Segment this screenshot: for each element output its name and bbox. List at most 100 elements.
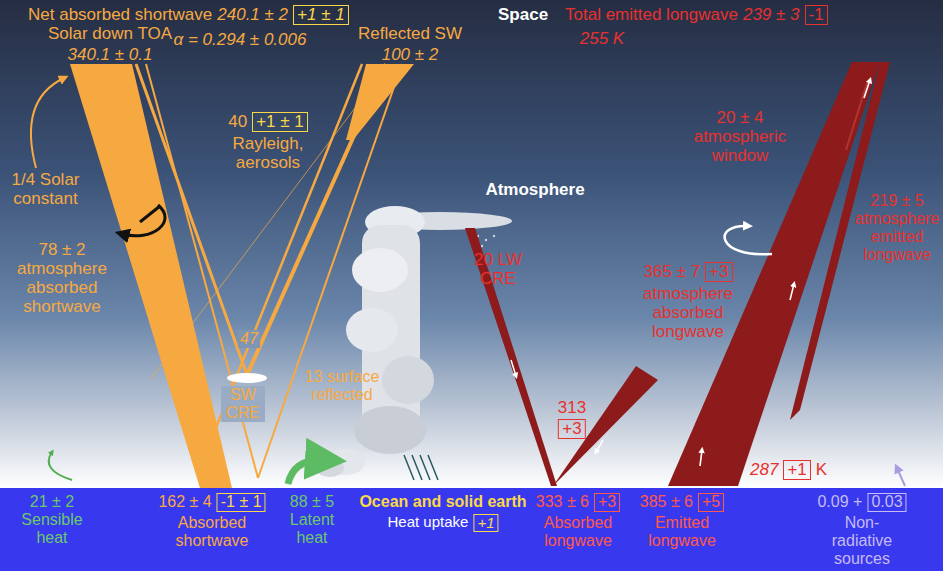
flux-label: 162 ± 4	[158, 493, 211, 511]
label-item: Atmosphere	[485, 180, 584, 199]
label-item: Emitted longwave	[637, 514, 727, 550]
label-row: 0.09 + 0.03	[817, 493, 906, 512]
label-item: 365 ± 7+3	[644, 262, 733, 282]
label-group: Total emitted longwave239 ± 3-1	[565, 5, 828, 25]
white-arrows	[511, 80, 870, 466]
sensible-heat-arrow	[49, 452, 72, 480]
label-group: Solar down TOA 340.1 ± 0.1	[48, 24, 172, 64]
change-box: 0.03	[867, 493, 906, 512]
change-box: +3	[558, 419, 585, 439]
label-item: 20 ± 4 atmospheric window	[690, 108, 790, 165]
flux-label: 40	[228, 112, 247, 131]
label-group: 88 ± 5 Latent heat	[282, 493, 342, 547]
flux-label: Absorbed shortwave	[167, 514, 257, 550]
label-item: Absorbed longwave	[533, 514, 623, 550]
label-item: Rayleigh, aerosols	[228, 134, 308, 172]
flux-label: Rayleigh, aerosols	[228, 134, 308, 172]
node-text-column: Ocean and solid earthHeat uptake+1	[359, 493, 526, 532]
label-item: 13 surface reflected	[305, 368, 380, 404]
label-item: 100 ± 2	[382, 45, 439, 64]
flux-label: 240.1 ± 2	[217, 5, 288, 24]
absorbed-arrow	[140, 206, 160, 222]
label-row: Total emitted longwave239 ± 3-1	[565, 5, 828, 25]
label-row: 287+1K	[750, 460, 827, 480]
label-group: 255 K	[580, 29, 624, 48]
non-radiative-arrow	[897, 468, 905, 486]
label-item: 219 ± 5 atmosphere emitted longwave	[855, 192, 939, 264]
label-item: Solar down TOA	[48, 24, 172, 43]
label-group: 78 ± 2 atmosphere absorbed shortwave	[12, 240, 112, 316]
label-item: 1/4 Solar constant	[3, 170, 88, 208]
flux-label: 100 ± 2	[382, 45, 439, 64]
flux-label: 0.09 +	[817, 493, 862, 511]
rain	[404, 455, 438, 480]
label-group: 385 ± 6+5Emitted longwave	[637, 493, 727, 550]
change-box: +1	[783, 460, 810, 480]
label-item: 47	[238, 330, 260, 348]
label-item: 162 ± 4 -1 ± 1	[158, 493, 265, 512]
change-box: -1	[805, 5, 828, 25]
ray	[150, 80, 376, 380]
label-group: 365 ± 7+3atmosphere absorbed longwave	[638, 262, 738, 341]
change-box: -1 ± 1	[217, 493, 266, 512]
change-box: +1	[473, 514, 498, 532]
flux-label: 365 ± 7	[644, 262, 701, 281]
change-box: +1 ± 1	[252, 112, 308, 132]
label-item: 21 ± 2 Sensible heat	[17, 493, 87, 547]
label-group: 20 ± 4 atmospheric window	[690, 108, 790, 165]
cloud-puff	[382, 356, 434, 404]
flux-label: 21 ± 2 Sensible heat	[17, 493, 87, 547]
flux-label: 88 ± 5 Latent heat	[282, 493, 342, 547]
flux-label: 20 LW CRE	[467, 250, 529, 288]
label-group: Reflected SW 100 ± 2	[358, 24, 462, 64]
flux-label: α = 0.294 ± 0.006	[174, 30, 307, 49]
flux-label: Reflected SW	[358, 24, 462, 43]
label-group: 47	[238, 330, 260, 348]
flux-label: 219 ± 5 atmosphere emitted longwave	[855, 192, 939, 264]
label-item: Total emitted longwave239 ± 3-1	[565, 5, 828, 25]
node-text-row: Heat uptake+1	[388, 514, 499, 532]
label-item: +3	[558, 419, 585, 439]
label-group: Atmosphere	[485, 180, 584, 199]
label-group: Space	[498, 5, 548, 24]
label-item: 20 LW CRE	[467, 250, 529, 288]
label-item: 313	[558, 398, 586, 417]
flux-label: 340.1 ± 0.1	[68, 45, 153, 64]
label-group: α = 0.294 ± 0.006	[174, 30, 307, 49]
label-row: 365 ± 7+3	[644, 262, 733, 282]
sw-cre-ellipse	[227, 373, 267, 383]
label-item: 255 K	[580, 29, 624, 48]
label-row: 162 ± 4 -1 ± 1	[158, 493, 265, 512]
label-group: 1/4 Solar constant	[3, 170, 88, 208]
flux-label: SW CRE	[221, 386, 265, 422]
flux-label: 333 ± 6	[536, 493, 589, 511]
longwave-bands	[465, 62, 890, 486]
label-group: 162 ± 4 -1 ± 1 Absorbed shortwave	[158, 493, 265, 550]
change-box: +3	[705, 262, 732, 282]
label-item: Space	[498, 5, 548, 24]
flux-label: 313	[558, 398, 586, 417]
latent-heat-arrow	[288, 460, 326, 484]
flux-label: Net absorbed shortwave	[28, 5, 212, 24]
flux-label: 78 ± 2 atmosphere absorbed shortwave	[12, 240, 112, 316]
label-item: 287+1K	[750, 460, 827, 480]
label-item: atmosphere absorbed longwave	[638, 284, 738, 341]
label-item: 88 ± 5 Latent heat	[282, 493, 342, 547]
label-item: 40 +1 ± 1	[228, 112, 308, 132]
flux-label: atmosphere absorbed longwave	[638, 284, 738, 341]
label-item: SW CRE	[221, 386, 265, 422]
sky-ground	[0, 0, 943, 488]
label-group: 287+1K	[750, 460, 827, 480]
flux-label: 385 ± 6	[640, 493, 693, 511]
change-box: +1 ± 1	[293, 5, 349, 25]
cloud-puff	[346, 308, 398, 352]
label-item: 0.09 + 0.03	[817, 493, 906, 512]
back-radiation-band	[553, 366, 658, 486]
solar-arrow	[31, 78, 64, 168]
label-row: Net absorbed shortwave 240.1 ± 2 +1 ± 1	[28, 5, 349, 25]
change-box: +3	[594, 493, 620, 512]
label-group: SW CRE	[221, 386, 265, 422]
label-item: 78 ± 2 atmosphere absorbed shortwave	[12, 240, 112, 316]
label-item: Non-radiative sources	[817, 514, 906, 568]
